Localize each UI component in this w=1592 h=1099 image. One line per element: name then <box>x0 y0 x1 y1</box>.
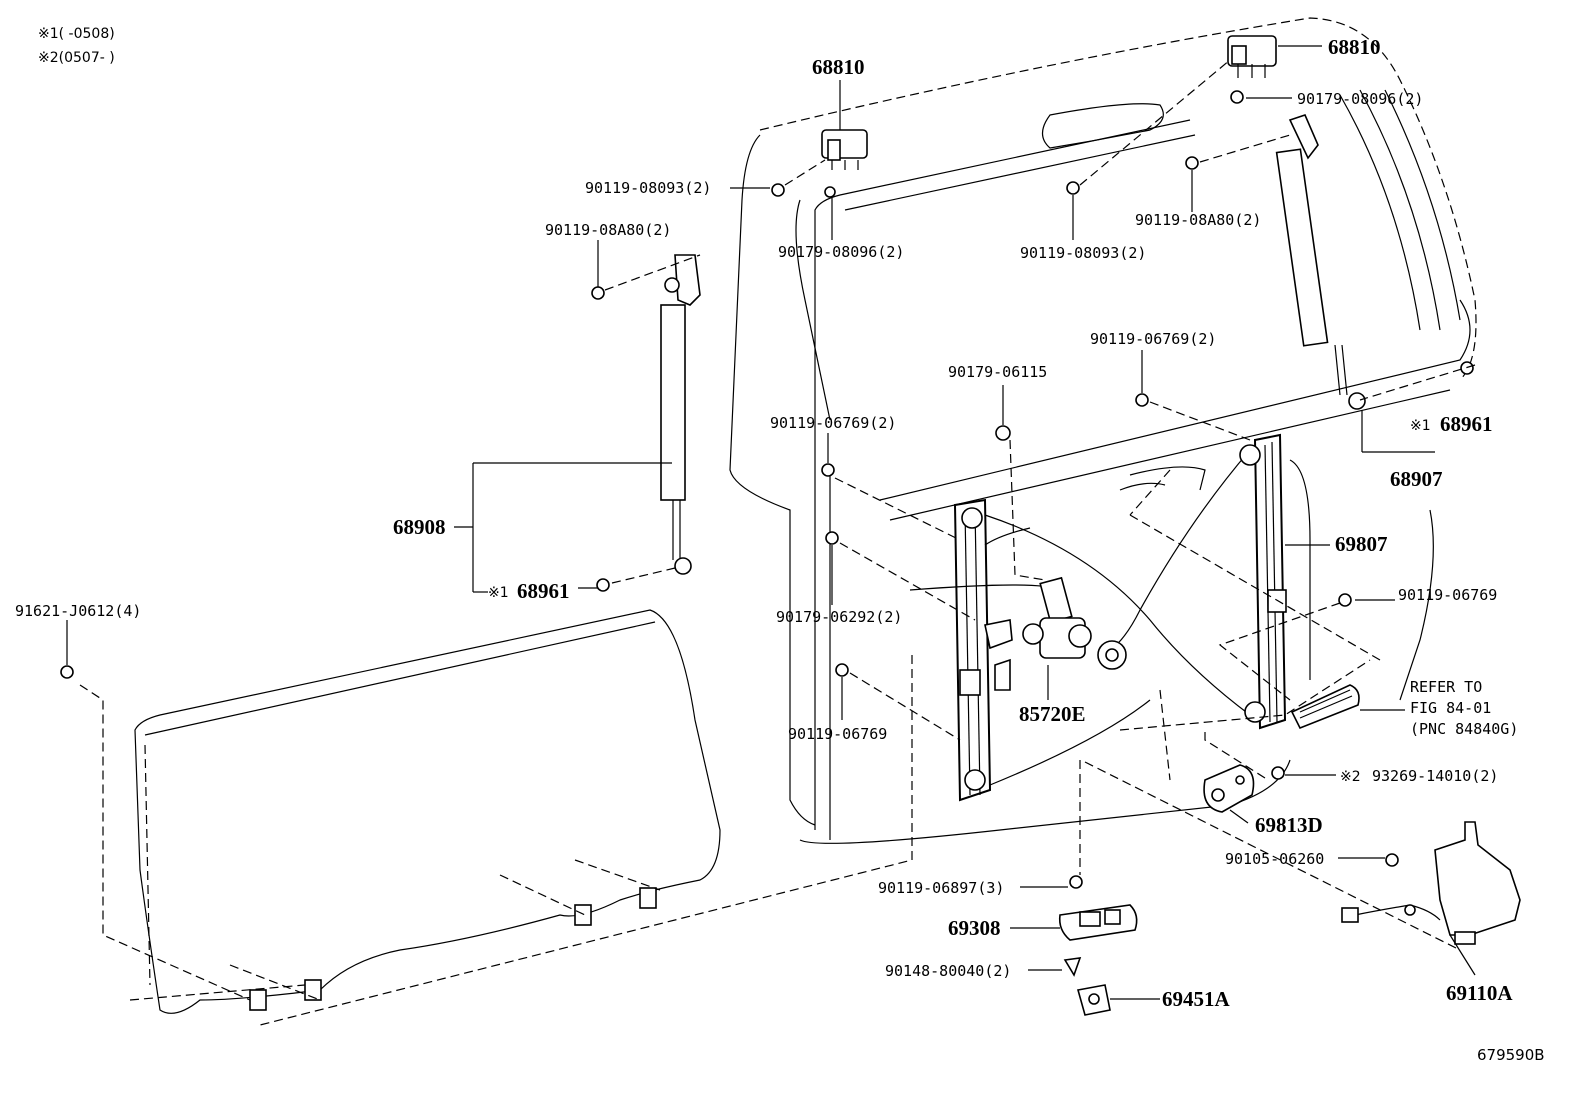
lock-part <box>1058 904 1138 941</box>
label-bolt-90119-06769-low: 90119-06769 <box>788 725 887 743</box>
label-refer-line3: (PNC 84840G) <box>1410 720 1518 738</box>
label-bolt-90119-08093-mid: 90119-08093(2) <box>1020 244 1146 262</box>
label-screw-93269-14010: 93269-14010(2) <box>1372 767 1498 785</box>
back-door-panel <box>729 17 1477 844</box>
label-bracket-69813D: 69813D <box>1255 813 1323 837</box>
label-hinge-right: 68810 <box>1328 35 1381 59</box>
label-bolt-90119-08A80-right: 90119-08A80(2) <box>1135 211 1261 229</box>
stay-right-part <box>1275 114 1366 410</box>
label-stay-68908: 68908 <box>393 515 446 539</box>
label-stud-68961-right: 68961 <box>1440 412 1493 436</box>
mark-68961-right: ※1 <box>1410 418 1431 434</box>
diagram-code: 679590B <box>1477 1046 1545 1064</box>
label-motor-85720E: 85720E <box>1019 702 1086 726</box>
note-1: ※1( -0508) <box>38 26 115 42</box>
note-2: ※2(0507- ) <box>38 50 115 66</box>
label-bolt-90119-06769-right: 90119-06769 <box>1398 586 1497 604</box>
label-bolt-90119-08093-left: 90119-08093(2) <box>585 179 711 197</box>
label-hinge-left: 68810 <box>812 55 865 79</box>
leader-lines <box>66 45 1476 1000</box>
stay-left-part <box>660 254 701 575</box>
label-bolt-90105-06260: 90105-06260 <box>1225 850 1324 868</box>
mark-93269: ※2 <box>1340 769 1361 785</box>
label-stud-68961-left: 68961 <box>517 579 570 603</box>
label-actuator-69110A: 69110A <box>1446 981 1513 1005</box>
fasteners <box>60 90 1474 1011</box>
label-stay-68907: 68907 <box>1390 467 1443 491</box>
label-bolt-90119-08A80-left: 90119-08A80(2) <box>545 221 671 239</box>
assembly-lines <box>79 59 1476 1026</box>
label-bolt-91621-J0612: 91621-J0612(4) <box>15 602 141 620</box>
label-bolt-90119-06897: 90119-06897(3) <box>878 879 1004 897</box>
cover-part <box>1076 984 1111 1016</box>
label-refer-line1: REFER TO <box>1410 678 1482 696</box>
label-bolt-90119-06769-top: 90119-06769(2) <box>1090 330 1216 348</box>
label-lock-69308: 69308 <box>948 916 1001 940</box>
hinge-right-part <box>1227 35 1277 78</box>
label-nut-90179-06115: 90179-06115 <box>948 363 1047 381</box>
label-screw-90148-80040: 90148-80040(2) <box>885 962 1011 980</box>
label-refer-line2: FIG 84-01 <box>1410 699 1491 717</box>
back-door-glass <box>134 609 721 1014</box>
motor-part <box>1022 576 1127 670</box>
actuator-part <box>1341 821 1521 945</box>
mark-68961-left: ※1 <box>488 585 509 601</box>
label-nut-90179-08096-right: 90179-08096(2) <box>1297 90 1423 108</box>
handle-part <box>1290 684 1360 730</box>
label-regulator-69807: 69807 <box>1335 532 1388 556</box>
label-bolt-90119-06769-left: 90119-06769(2) <box>770 414 896 432</box>
hinge-left-part <box>821 129 868 170</box>
label-nut-90179-06292: 90179-06292(2) <box>776 608 902 626</box>
bracket-part <box>1203 764 1255 813</box>
label-cover-69451A: 69451A <box>1162 987 1231 1011</box>
window-regulator-part <box>953 433 1287 802</box>
label-nut-90179-08096-left: 90179-08096(2) <box>778 243 904 261</box>
